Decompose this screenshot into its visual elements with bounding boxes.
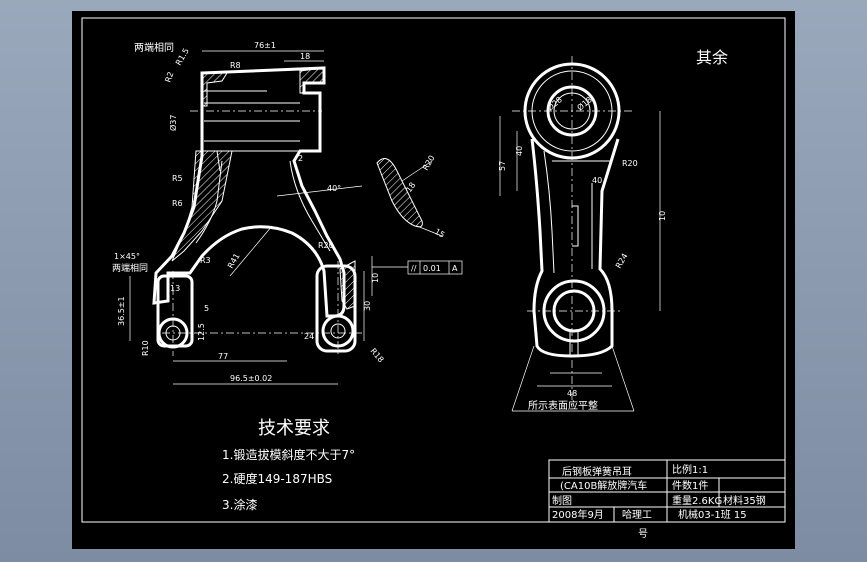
label-24: 24	[304, 332, 314, 341]
label-side-57: 57	[498, 161, 507, 171]
label-2: 2	[298, 154, 303, 163]
side-notch	[572, 205, 579, 247]
label-side-note: 所示表面应平整	[528, 399, 598, 412]
tech-title: 技术要求	[258, 418, 330, 439]
title-block	[548, 459, 786, 523]
tech-requirements: 技术要求 1.锻造拔模斜度不大于7° 2.硬度149-187HBS 3.涂漆	[222, 418, 355, 512]
label-r8: R8	[230, 61, 241, 70]
tb-class: 机械03-1班 15	[678, 508, 747, 521]
label-18: 18	[300, 52, 310, 61]
section-outline	[376, 158, 423, 228]
tol-value: 0.01	[423, 264, 441, 273]
tb-material: 材料35钢	[723, 494, 766, 507]
label-r2: R2	[163, 71, 175, 84]
side-arm-outline	[530, 138, 620, 358]
label-13: 13	[170, 284, 180, 293]
tol-symbol: //	[411, 264, 417, 273]
label-40deg: 40°	[327, 184, 341, 193]
tb-date: 2008年9月	[552, 508, 604, 521]
label-r1-5: R1.5	[174, 47, 191, 67]
tb-count: 件数1件	[672, 479, 708, 492]
tech-item-3: 3.涂漆	[222, 497, 257, 512]
label-30: 30	[363, 301, 372, 311]
dim-r41-line	[229, 225, 273, 277]
label-10: 10	[371, 273, 380, 283]
label-96: 96.5±0.02	[230, 374, 272, 383]
tb-sheet-no: 号	[638, 528, 648, 540]
label-sec-15: 15	[433, 227, 446, 240]
label-76: 76±1	[254, 41, 276, 50]
tb-part-name-2: (CA10B解放牌汽车	[560, 479, 647, 492]
side-dim-slant-r	[611, 345, 635, 412]
front-view	[129, 50, 463, 385]
front-hatch-flange	[299, 67, 325, 94]
label-r5: R5	[172, 174, 183, 183]
side-view	[499, 56, 661, 412]
label-r3: R3	[200, 256, 211, 265]
label-r6: R6	[172, 199, 183, 208]
label-side-48: 48	[567, 389, 577, 398]
tech-item-1: 1.锻造拔模斜度不大于7°	[222, 447, 355, 462]
title-block-text: 后钢板弹簧吊耳 (CA10B解放牌汽车 比例1:1 件数1件 制图 重量2.6K…	[552, 463, 766, 540]
label-r18: R18	[368, 347, 385, 365]
front-bore-v	[216, 150, 221, 172]
tb-part-name-1: 后钢板弹簧吊耳	[562, 465, 632, 478]
section-view	[376, 158, 443, 237]
label-sec-r20: R20	[421, 154, 437, 172]
label-side-10: 10	[658, 211, 667, 221]
tolerance-frame	[372, 260, 463, 275]
label-side-40: 40	[515, 146, 524, 156]
label-chamfer: 1×45°	[114, 252, 140, 261]
dim-40deg-line	[276, 185, 363, 197]
label-r20: R20	[318, 241, 334, 250]
label-other-surfaces: 其余	[696, 48, 728, 67]
tb-ratio: 比例1:1	[672, 463, 708, 476]
label-both-ends-top: 两端相同	[134, 41, 174, 54]
label-77: 77	[218, 352, 228, 361]
label-side-r20: R20	[622, 159, 638, 168]
label-5: 5	[204, 304, 209, 313]
inner-frame	[81, 17, 786, 523]
front-hatch-top	[201, 72, 228, 107]
label-both-ends-left: 两端相同	[112, 262, 148, 274]
label-side-40-mid: 40	[592, 176, 602, 185]
drawing-sheet: 两端相同 两端相同 76±1 18 R8 R1.5 R2 Ø37 2 R5 R6…	[72, 11, 795, 549]
tech-item-2: 2.硬度149-187HBS	[222, 471, 332, 486]
front-right-lug	[315, 264, 357, 353]
front-arm-inner-left	[195, 160, 223, 244]
front-right-slot	[339, 260, 356, 310]
label-r41: R41	[226, 252, 242, 270]
label-r10: R10	[141, 340, 150, 356]
label-phi: Ø37	[168, 115, 178, 131]
front-arm-inner-right	[289, 160, 331, 252]
front-view-outline	[152, 66, 346, 318]
tb-designer: 制图	[552, 494, 572, 507]
engineering-drawing: 两端相同 两端相同 76±1 18 R8 R1.5 R2 Ø37 2 R5 R6…	[81, 17, 786, 540]
label-side-r24: R24	[614, 252, 630, 270]
side-dim-slant-l	[511, 345, 535, 412]
label-36: 36.5±1	[117, 296, 126, 326]
label-12-5: 12.5	[197, 323, 206, 341]
front-hatch-web	[171, 150, 233, 262]
side-arm-inner	[543, 150, 612, 274]
tol-datum: A	[452, 264, 458, 273]
tb-weight: 重量2.6KG	[672, 494, 722, 507]
tb-school: 哈理工	[622, 508, 652, 521]
